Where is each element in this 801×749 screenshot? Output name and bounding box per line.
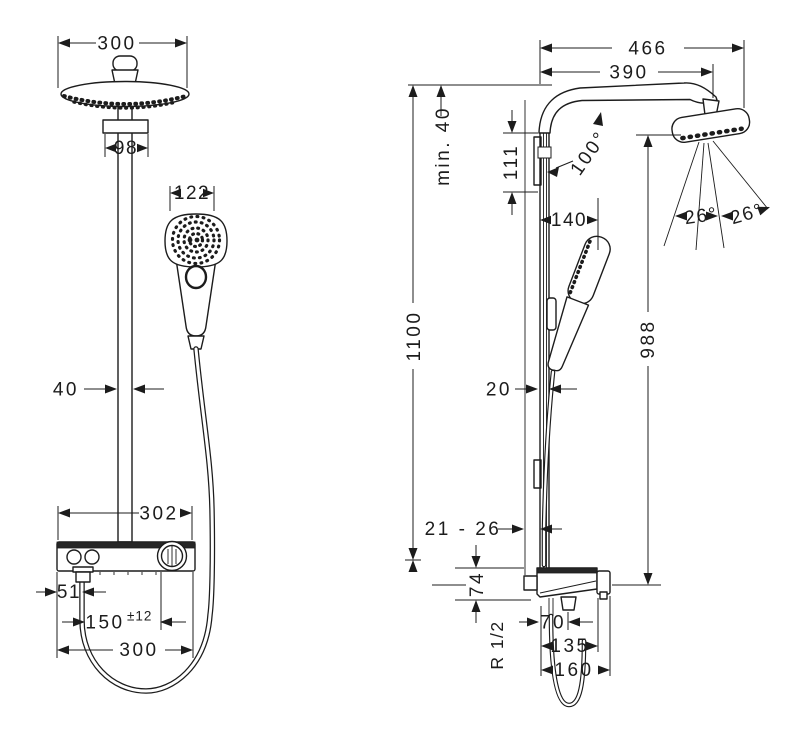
select-button-left bbox=[66, 549, 82, 565]
dim-head-height: 988 bbox=[638, 319, 659, 358]
hand-shower-hose-nut bbox=[187, 335, 205, 350]
nozzle-dots-outer bbox=[62, 94, 188, 106]
overhead-shower-front bbox=[60, 55, 190, 543]
hand-shower-nozzles-side bbox=[567, 239, 592, 298]
dim-arm-angle: 100° bbox=[567, 127, 612, 179]
knob-nub bbox=[599, 591, 608, 600]
arm-body bbox=[538, 82, 718, 134]
shower-hose-front bbox=[79, 346, 216, 694]
wall-mount-tab bbox=[523, 575, 538, 591]
spray-center-dot bbox=[187, 237, 193, 243]
dim-shelf-width: 302 bbox=[139, 504, 178, 525]
hand-shower-side bbox=[547, 235, 611, 372]
spray-center-dot bbox=[194, 237, 200, 243]
hand-shower-front bbox=[164, 213, 228, 350]
overhead-head-side bbox=[671, 108, 751, 144]
overhead-shower-side bbox=[671, 108, 751, 144]
supply-stubs bbox=[548, 598, 554, 616]
spray-ring-4 bbox=[170, 214, 222, 266]
dim-valve-depth-with-knob: 160 bbox=[554, 660, 593, 681]
hose-loop-side bbox=[548, 613, 587, 708]
dim-arm-reach: 390 bbox=[609, 63, 648, 84]
valve-top-strip-side bbox=[536, 567, 598, 574]
spray-cone-lines bbox=[663, 140, 769, 251]
dim-hand-shower-reach: 140 bbox=[551, 210, 587, 231]
valve-bottom-line bbox=[539, 580, 597, 594]
shower-arm-side bbox=[538, 82, 720, 134]
hose-outlet-front bbox=[75, 571, 91, 583]
nozzle-dots-inner bbox=[72, 100, 178, 110]
shelf-ticks bbox=[99, 572, 157, 575]
hose-outlet-side bbox=[560, 596, 577, 611]
dim-select-knob-tolerance: ±12 bbox=[127, 609, 152, 624]
wall-bracket-upper bbox=[533, 136, 542, 186]
dim-arm-reach-total: 466 bbox=[628, 39, 667, 60]
dim-pipe-width: 40 bbox=[53, 380, 79, 401]
hand-shower-holder bbox=[546, 297, 557, 331]
shower-hose-side bbox=[541, 369, 556, 568]
hose-outlet-flange bbox=[72, 566, 94, 573]
side-dimensions: 466 390 min. 40 1100 111 100° 140 26° bbox=[404, 39, 770, 681]
side-view: 466 390 min. 40 1100 111 100° 140 26° bbox=[404, 39, 770, 708]
dim-pipe-depth: 20 bbox=[486, 380, 512, 401]
front-dimensions: 300 98 122 40 302 51 150 ±12 300 bbox=[36, 34, 215, 661]
shower-pipe-side bbox=[533, 133, 557, 568]
dim-hose-loop-width: 300 bbox=[119, 640, 158, 661]
spray-ring-3 bbox=[176, 220, 216, 260]
dim-hose-outlet-offset: 51 bbox=[57, 582, 81, 603]
shower-tablet-top-strip bbox=[56, 541, 196, 549]
pivot-cap bbox=[112, 55, 138, 72]
hand-shower-head-side bbox=[567, 235, 611, 305]
spray-ring-1 bbox=[187, 231, 205, 249]
thermostat-side bbox=[523, 567, 611, 616]
knob-grip-lines bbox=[167, 546, 177, 566]
pipe-connector-front bbox=[102, 119, 149, 134]
dim-head-connector-width: 98 bbox=[114, 138, 138, 159]
dim-select-knob-offset: 150 bbox=[85, 613, 124, 634]
dim-arm-drop: 111 bbox=[501, 144, 522, 180]
front-view: 300 98 122 40 302 51 150 ±12 300 bbox=[36, 34, 228, 694]
spray-ring-2 bbox=[182, 226, 210, 254]
select-button-right bbox=[84, 549, 100, 565]
thermostat-front bbox=[56, 540, 196, 583]
nozzle-beads-side bbox=[680, 126, 744, 141]
temperature-knob-side bbox=[596, 570, 611, 595]
dim-valve-depth: 135 bbox=[550, 636, 589, 657]
dim-head-width: 300 bbox=[97, 34, 136, 55]
handle-hole bbox=[184, 264, 208, 290]
dim-hand-shower-width: 122 bbox=[174, 183, 210, 204]
shower-pipe-front bbox=[117, 105, 133, 543]
dim-valve-height: 74 bbox=[467, 571, 488, 597]
dim-total-height: 1100 bbox=[404, 311, 425, 362]
hand-shower-handle-side bbox=[547, 296, 590, 372]
dim-connection-thread: R 1/2 bbox=[487, 620, 507, 669]
wall-bracket-lower bbox=[533, 459, 542, 489]
dim-outlet-depth: 70 bbox=[540, 613, 566, 634]
dim-wall-clearance: 21 - 26 bbox=[425, 519, 502, 540]
pipe-connector-side bbox=[537, 146, 552, 159]
dim-ceiling-clearance: min. 40 bbox=[433, 106, 454, 186]
